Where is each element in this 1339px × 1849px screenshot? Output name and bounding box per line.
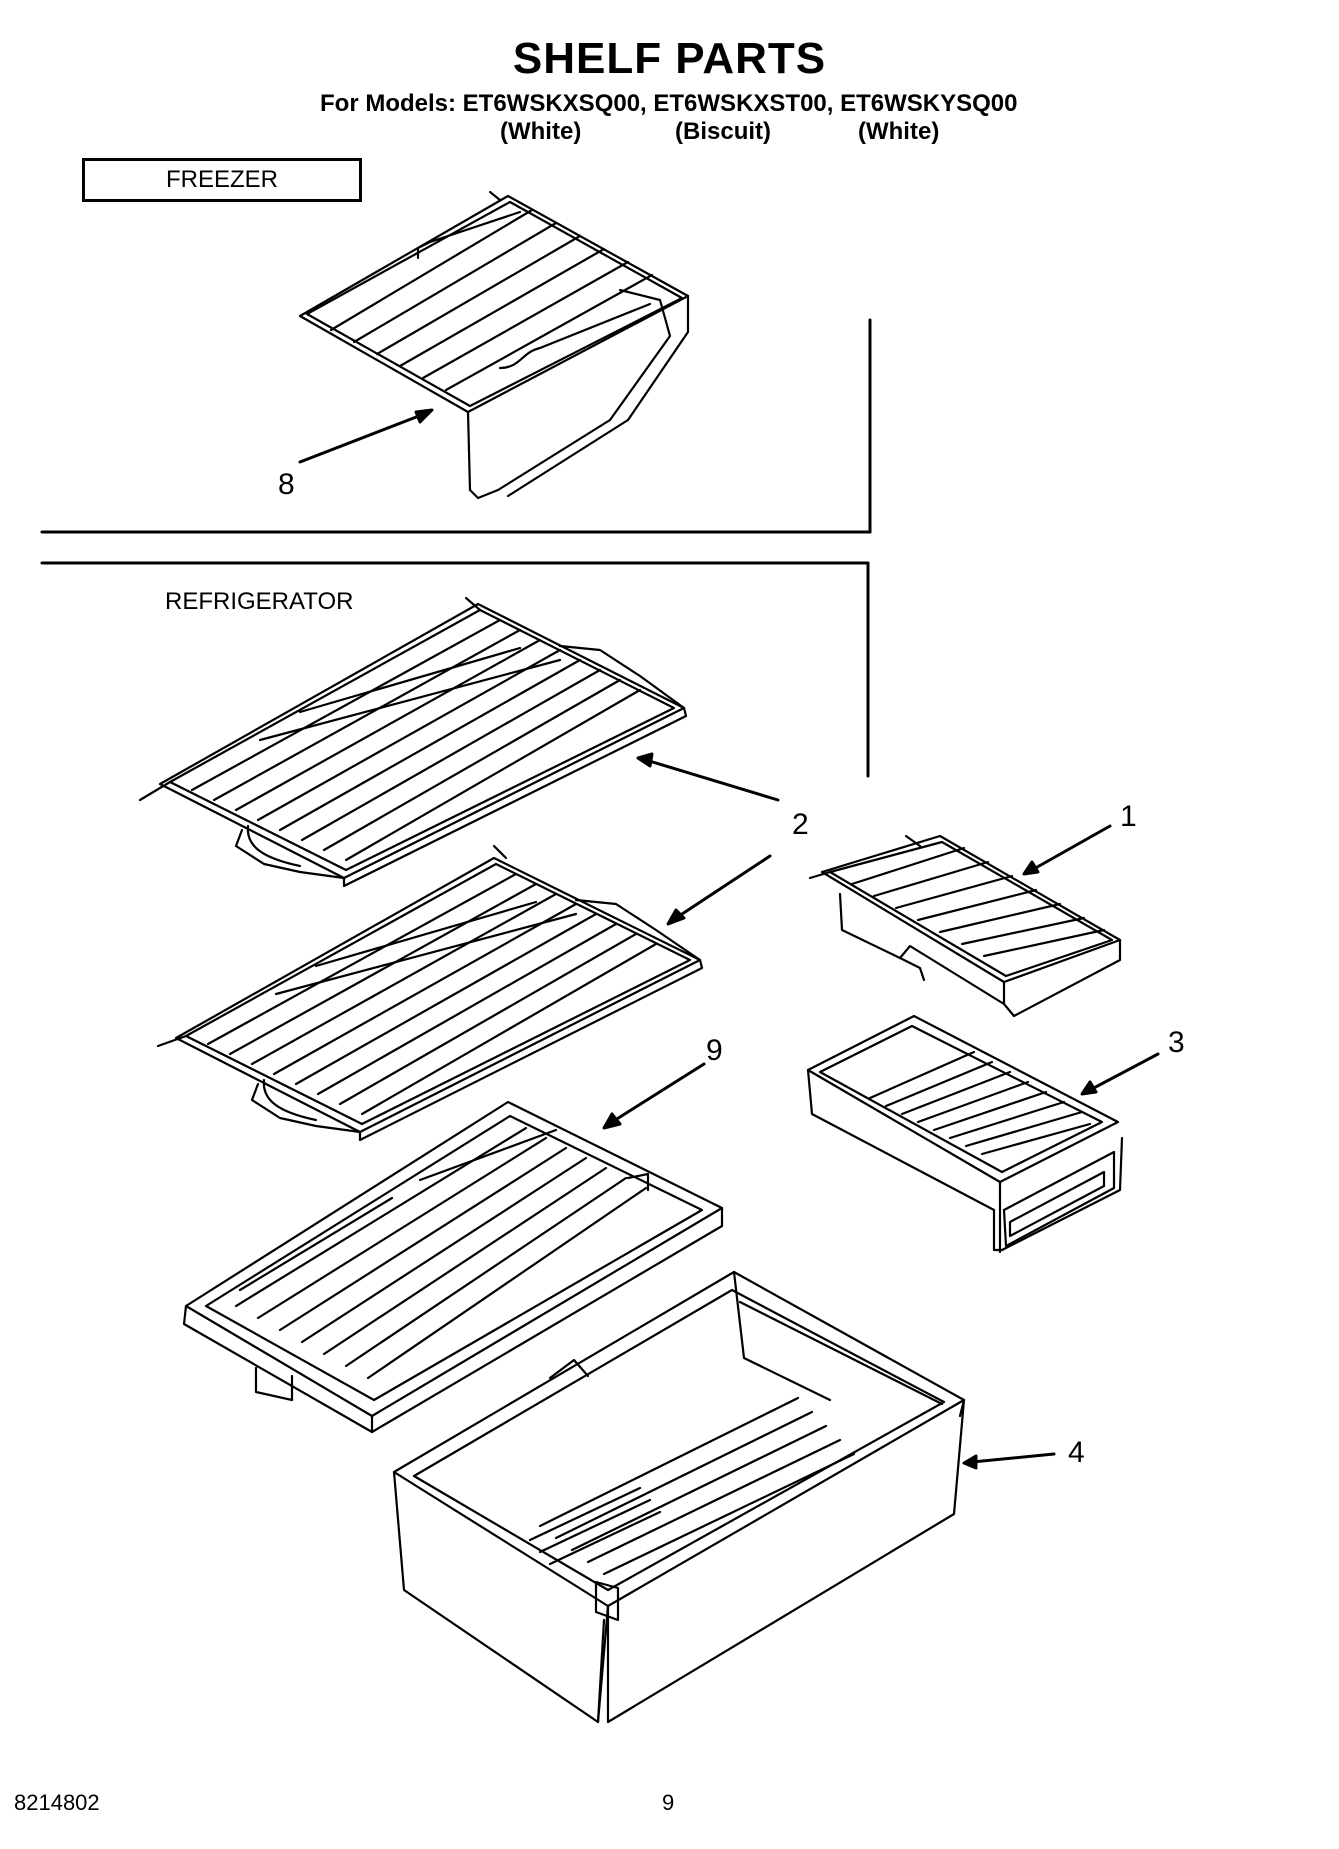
- leader-2b: [666, 854, 772, 926]
- leader-8: [298, 408, 434, 464]
- variant-1: (White): [500, 118, 582, 145]
- freezer-label: FREEZER: [165, 166, 278, 193]
- refrigerator-wire-shelf-upper: [138, 596, 688, 888]
- callout-9: 9: [706, 1034, 723, 1067]
- document-number: 8214802: [14, 1790, 100, 1815]
- callout-2: 2: [792, 808, 809, 841]
- refrigerator-section-border: [40, 561, 870, 778]
- crisper-drawer: [392, 1270, 966, 1724]
- callout-1: 1: [1120, 800, 1137, 833]
- refrigerator-wire-shelf-lower: [156, 844, 704, 1142]
- models-line: For Models: ET6WSKXSQ00, ET6WSKXST00, ET…: [320, 90, 1018, 117]
- snack-pan-shelf: [808, 834, 1122, 1018]
- refrigerator-label: REFRIGERATOR: [165, 588, 354, 615]
- leader-2a: [636, 752, 780, 802]
- leader-4: [962, 1452, 1056, 1470]
- crisper-cover: [182, 1100, 724, 1434]
- page-number: 9: [662, 1790, 675, 1815]
- variant-3: (White): [858, 118, 940, 145]
- callout-8: 8: [278, 468, 295, 501]
- freezer-section-border: [40, 318, 872, 534]
- variant-2: (Biscuit): [675, 118, 771, 145]
- leader-9: [602, 1062, 706, 1130]
- callout-3: 3: [1168, 1026, 1185, 1059]
- freezer-wire-shelf: [298, 190, 690, 500]
- snack-pan-drawer: [806, 1014, 1124, 1254]
- freezer-label-box: FREEZER: [82, 158, 362, 202]
- leader-1: [1022, 824, 1112, 876]
- leader-3: [1080, 1052, 1160, 1096]
- callout-4: 4: [1068, 1436, 1085, 1469]
- page-title: SHELF PARTS: [512, 34, 827, 83]
